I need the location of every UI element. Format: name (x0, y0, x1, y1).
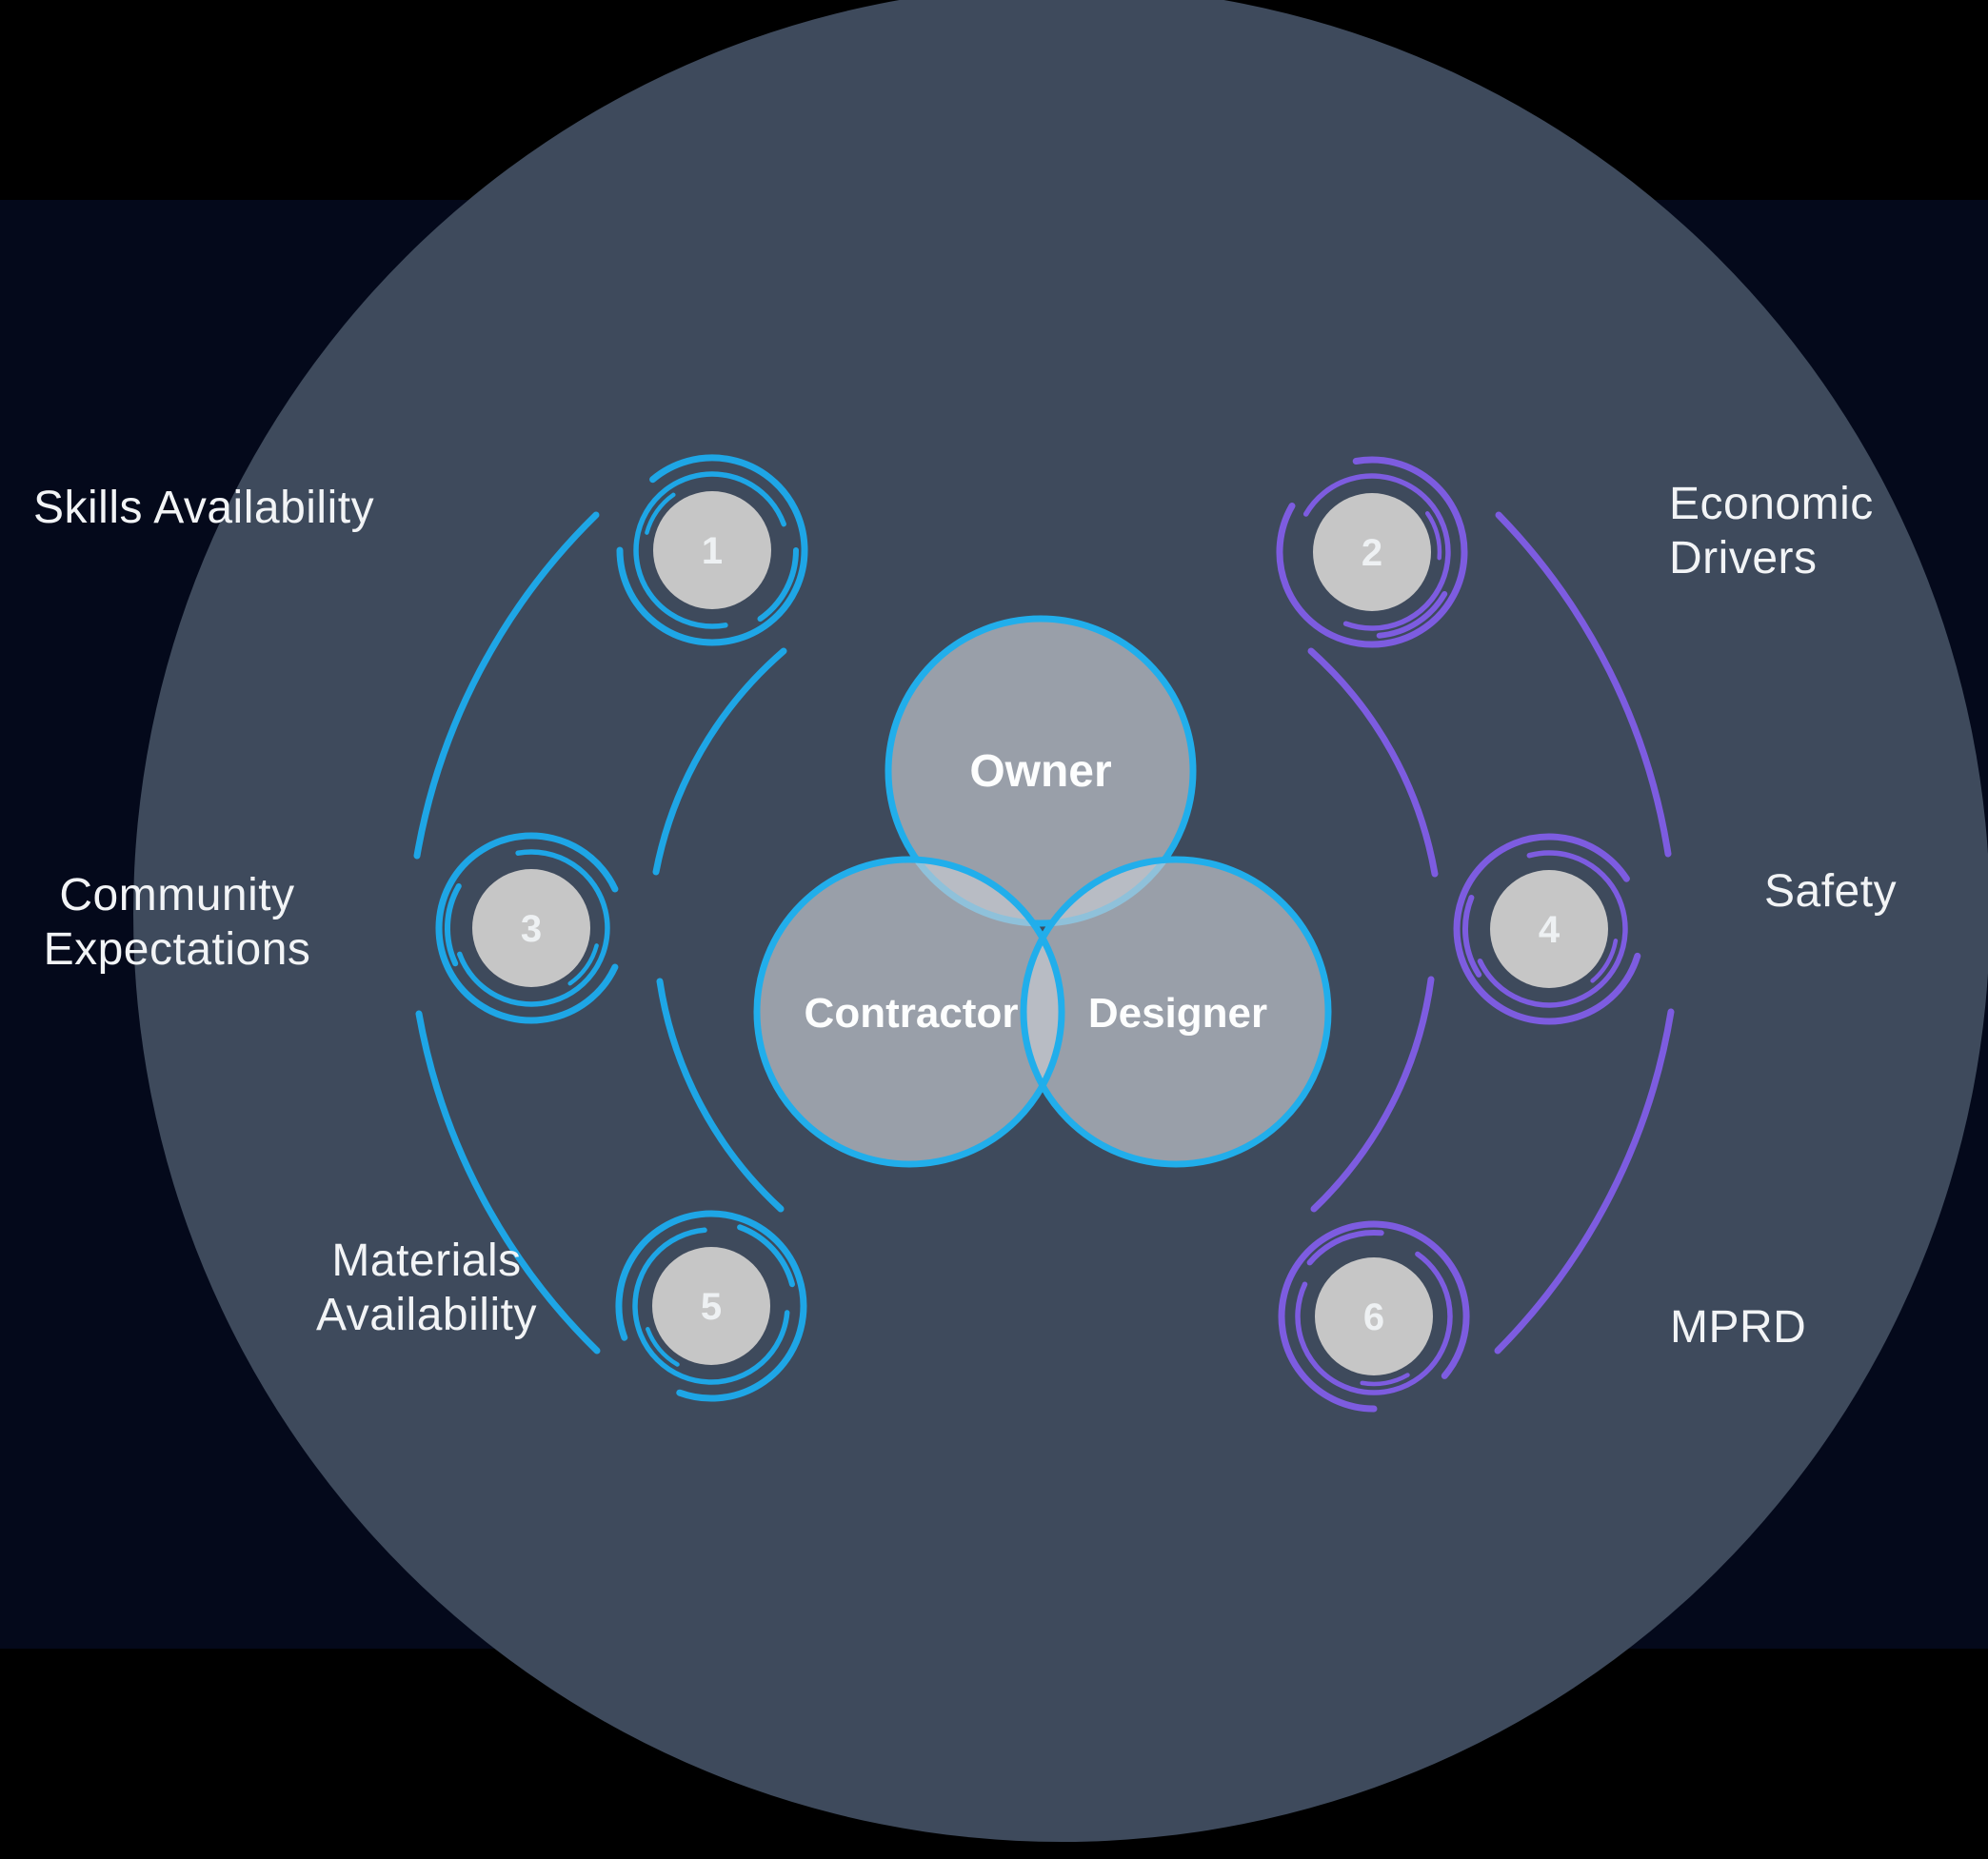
factor-node-1-sketch-arc-2 (645, 492, 676, 535)
venn-circle-contractor-fill (757, 860, 1062, 1164)
orbit-arc-right-0 (1495, 511, 1672, 858)
venn-circle-owner-fill (888, 619, 1193, 923)
orbit-arc-left-1 (415, 1010, 601, 1355)
factor-node-1-inner-ring (633, 471, 786, 629)
factor-node-6-disc (1315, 1257, 1433, 1375)
factor-node-1-outer-ring (616, 454, 808, 646)
factor-label-community-expectations: Community Expectations (43, 870, 311, 975)
factor-node-3-disc (472, 869, 590, 987)
venn-label-owner: Owner (969, 746, 1111, 797)
factor-node-6: 6 (1278, 1220, 1470, 1413)
factor-number-3: 3 (521, 908, 542, 950)
factor-number-2: 2 (1362, 532, 1382, 574)
factor-node-5-sketch-arc (737, 1224, 795, 1288)
factor-node-2-disc (1313, 493, 1431, 611)
factor-label-skills-availability: Skills Availability (33, 483, 375, 533)
factor-node-2-sketch-arc-2 (1424, 511, 1442, 561)
factor-node-6-sketch-arc (1306, 1229, 1384, 1266)
factor-node-2-inner-ring (1302, 473, 1451, 631)
factor-node-1-disc (653, 491, 771, 609)
orbit-arc-right-1 (1494, 1008, 1675, 1355)
factor-node-5-disc (652, 1247, 770, 1365)
factor-node-4-outer-ring (1453, 833, 1641, 1025)
factor-node-3-sketch-arc (444, 883, 462, 967)
factor-node-3-sketch-arc-2 (567, 943, 599, 986)
factor-node-4-sketch-arc-2 (1590, 939, 1619, 983)
orbit-arc-left-2 (652, 647, 787, 876)
factor-node-4-disc (1490, 870, 1608, 988)
factor-node-4: 4 (1453, 833, 1641, 1025)
factor-node-6-sketch-arc-2 (1360, 1373, 1410, 1387)
factor-node-4-sketch-arc (1462, 895, 1482, 978)
factor-number-1: 1 (702, 530, 723, 572)
factor-node-4-inner-ring (1477, 850, 1628, 1008)
factor-node-5-sketch-arc-2 (646, 1327, 680, 1367)
factor-number-4: 4 (1539, 909, 1561, 951)
factor-node-1: 1 (616, 454, 808, 646)
factor-number-6: 6 (1363, 1296, 1384, 1338)
venn-label-designer: Designer (1088, 990, 1267, 1037)
factor-node-1-sketch-arc (757, 547, 799, 623)
orbit-arc-left-3 (656, 978, 785, 1213)
orbit-arc-left-0 (413, 511, 600, 860)
factor-label-economic-drivers: Economic Drivers (1669, 479, 1874, 583)
factor-node-5-outer-ring (615, 1210, 807, 1402)
factor-node-3-outer-ring (435, 832, 619, 1024)
factor-node-2-sketch-arc (1376, 591, 1448, 639)
venn-circle-designer-fill (1024, 860, 1328, 1164)
venn-circle-designer-stroke (1020, 856, 1332, 1168)
factor-label-mprd: MPRD (1670, 1302, 1807, 1353)
factor-node-6-inner-ring (1295, 1251, 1453, 1395)
factor-node-2: 2 (1276, 456, 1468, 648)
factor-node-6-outer-ring (1278, 1220, 1470, 1413)
factor-node-3: 3 (435, 832, 619, 1024)
venn-label-contractor: Contractor (805, 990, 1019, 1037)
factor-node-3-inner-ring (457, 849, 610, 1007)
venn-circle-owner-stroke (885, 615, 1197, 927)
orbit-arc-right-3 (1310, 976, 1435, 1213)
venn-circle-contractor-stroke (753, 856, 1065, 1168)
factor-label-materials-availability: Materials Availability (316, 1236, 537, 1340)
orbit-arc-right-2 (1307, 647, 1439, 878)
factor-node-5: 5 (615, 1210, 807, 1402)
factor-node-5-inner-ring (632, 1227, 790, 1385)
factor-label-safety: Safety (1764, 866, 1898, 917)
factor-node-2-outer-ring (1276, 456, 1468, 648)
factor-number-5: 5 (701, 1286, 722, 1328)
